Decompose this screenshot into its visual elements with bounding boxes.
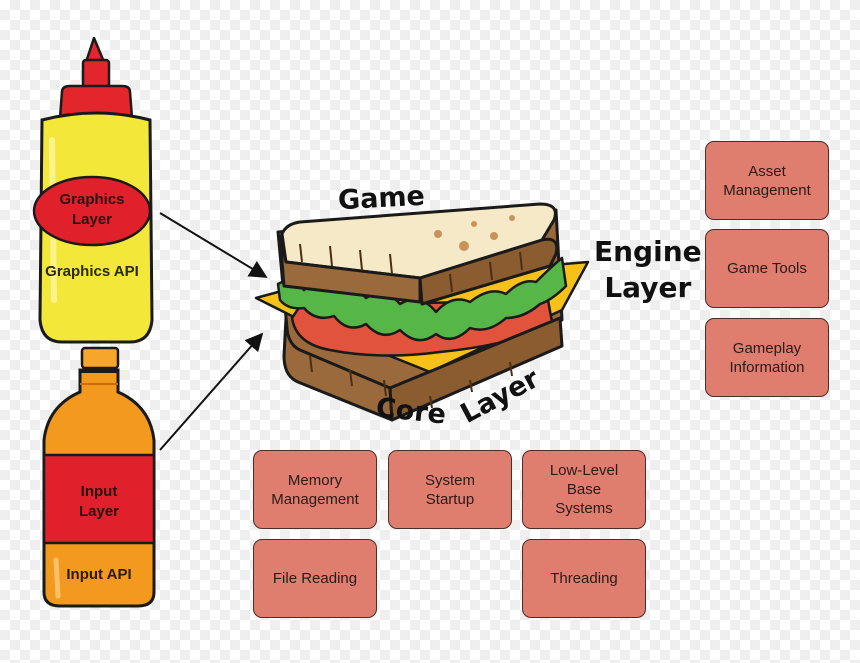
graphics-arrow [159, 212, 268, 278]
engine-box-game-tools: Game Tools [705, 229, 829, 308]
graphics-layer-label: Graphics Layer [59, 191, 125, 228]
engine-box-gameplay-information: Gameplay Information [705, 318, 829, 397]
input-layer-label: Input Layer [78, 483, 120, 520]
core-box-threading: Threading [522, 539, 646, 618]
sandwich-illustration [254, 202, 590, 422]
core-box-file-reading: File Reading [253, 539, 377, 618]
engine-box-asset-management: Asset Management [705, 141, 829, 220]
engine-layer-label: Engine Layer [594, 235, 702, 304]
core-box-system-startup: System Startup [388, 450, 512, 529]
input-arrow [159, 332, 264, 451]
graphics-api-label: Graphics API [45, 263, 139, 280]
core-box-low-level-base-systems: Low-Level Base Systems [522, 450, 646, 529]
input-api-label: Input API [66, 566, 132, 583]
input-bottle [42, 346, 156, 608]
game-label: Game [337, 180, 426, 217]
core-box-memory-management: Memory Management [253, 450, 377, 529]
graphics-bottle [32, 36, 154, 344]
